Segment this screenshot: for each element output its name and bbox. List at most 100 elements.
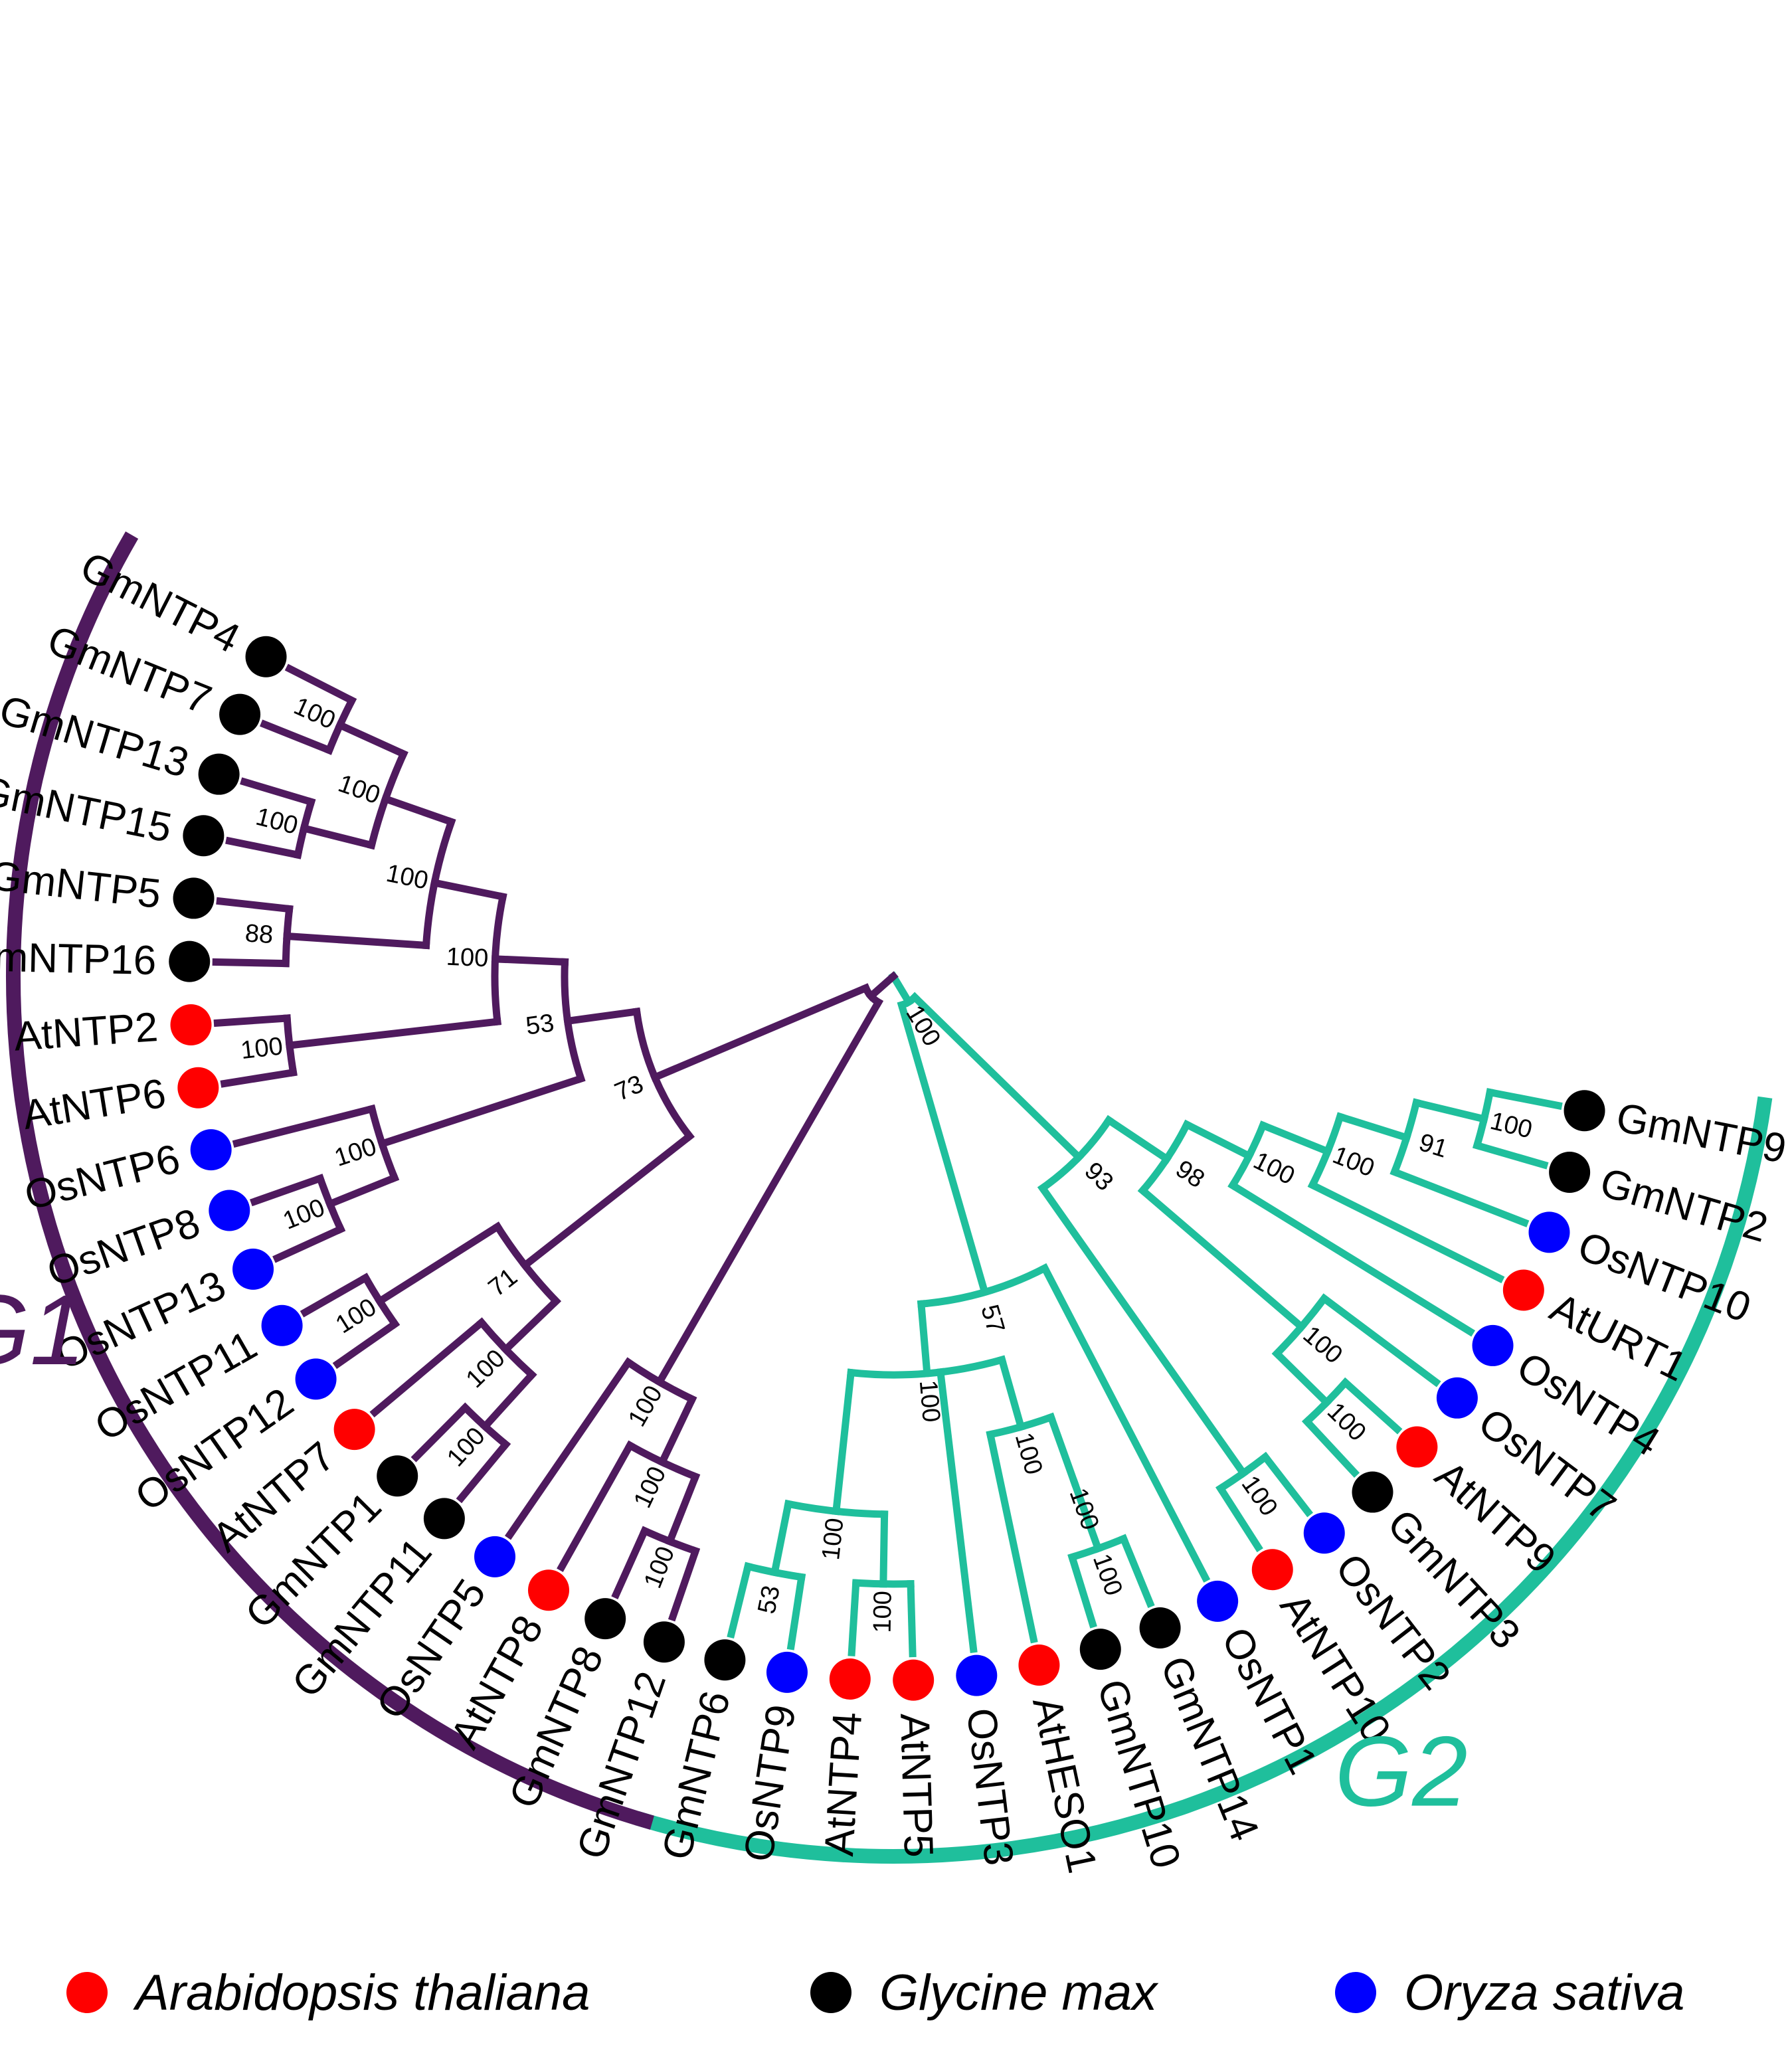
branch-line	[1302, 1416, 1360, 1478]
leaf-label: GmNTP16	[0, 934, 157, 984]
group-arc	[6, 531, 654, 1830]
species-marker-icon	[829, 1658, 871, 1700]
bootstrap-label: 100	[446, 943, 489, 973]
species-marker-icon	[209, 1190, 250, 1231]
branch-arc	[847, 1355, 1007, 1379]
branch-line	[563, 1007, 641, 1025]
branch-line	[1046, 1412, 1079, 1488]
branch-line	[1307, 1180, 1505, 1284]
tree-branches	[212, 664, 1563, 1658]
branch-line	[1485, 1088, 1563, 1111]
bootstrap-label: 100	[1010, 1429, 1048, 1477]
branch-arc	[917, 1263, 1050, 1308]
branch-line	[848, 1579, 860, 1656]
species-marker-icon	[643, 1621, 685, 1663]
group-label: G2	[1335, 1716, 1468, 1827]
branch-line	[375, 1221, 503, 1306]
species-marker-icon	[1528, 1211, 1570, 1253]
branch-line	[557, 1440, 635, 1572]
branch-line	[1037, 1183, 1249, 1478]
species-marker-icon	[1564, 1090, 1605, 1132]
bootstrap-label: 100	[253, 803, 301, 840]
branch-arc	[367, 749, 408, 850]
bootstrap-label: 100	[900, 1001, 946, 1051]
legend-item-oryza: Oryza sativa	[1335, 1953, 1684, 2032]
species-marker-icon	[1197, 1580, 1239, 1622]
legend-label-arabidopsis: Arabidopsis thaliana	[135, 1964, 590, 2021]
branch-line	[480, 1370, 537, 1432]
branch-arc	[283, 1014, 298, 1077]
species-marker-icon	[527, 1569, 569, 1611]
leaf-label: AtNTP5	[891, 1713, 941, 1858]
branch-line	[1411, 1098, 1489, 1124]
bootstrap-label: 100	[331, 1293, 381, 1339]
branch-line	[284, 664, 357, 705]
branch-line	[325, 1173, 400, 1209]
branch-line	[888, 971, 914, 1008]
bootstrap-label: 88	[244, 919, 274, 949]
branch-line	[1258, 1120, 1333, 1156]
branch-line	[519, 1131, 695, 1271]
group-label: G1	[0, 1274, 85, 1385]
phylogenetic-tree: 1001001001009110010098931001001001005310…	[0, 531, 1790, 1877]
branch-line	[220, 1068, 298, 1088]
species-marker-icon	[1436, 1377, 1478, 1419]
branch-line	[300, 1273, 371, 1318]
branch-line	[1260, 1451, 1313, 1518]
branch-line	[225, 836, 302, 859]
bootstrap-label: 100	[1329, 1141, 1379, 1183]
bootstrap-values: 1001001001009110010098931001001001005310…	[239, 692, 1535, 1633]
bootstrap-label: 100	[335, 770, 384, 810]
branch-line	[1119, 1534, 1155, 1609]
branch-line	[1227, 1180, 1476, 1337]
branch-line	[285, 1018, 501, 1050]
species-marker-icon	[423, 1498, 465, 1540]
branch-line	[879, 1510, 889, 1588]
species-marker-icon	[893, 1659, 935, 1701]
species-marker-icon	[766, 1651, 808, 1693]
arabidopsis-marker-icon	[66, 1972, 108, 2013]
species-marker-icon	[170, 1004, 212, 1045]
branch-line	[381, 794, 456, 827]
branch-line	[272, 1224, 346, 1263]
branch-arc	[492, 1221, 561, 1306]
branch-line	[1340, 1377, 1403, 1435]
branch-arc	[422, 817, 456, 950]
bootstrap-label: 100	[623, 1381, 668, 1431]
species-marker-icon	[1251, 1549, 1293, 1591]
leaf-label: OsNTP9	[735, 1702, 804, 1864]
branch-line	[770, 1499, 793, 1577]
bootstrap-label: 100	[628, 1463, 672, 1512]
group-arc	[634, 1096, 1773, 1864]
branch-line	[283, 932, 430, 950]
oryza-marker-icon	[1335, 1972, 1376, 2013]
species-marker-icon	[1472, 1324, 1514, 1366]
species-marker-icon	[183, 815, 224, 857]
branch-line	[491, 955, 569, 966]
species-marker-icon	[584, 1598, 626, 1640]
branch-line	[240, 777, 316, 807]
bootstrap-label: 100	[290, 692, 339, 735]
bootstrap-label: 100	[817, 1516, 850, 1561]
species-marker-icon	[1079, 1629, 1121, 1670]
branch-arc	[1037, 1114, 1114, 1194]
branch-line	[1069, 1478, 1103, 1554]
species-marker-icon	[1303, 1512, 1345, 1554]
leaf-label: AtNTP6	[19, 1071, 169, 1138]
branch-line	[335, 720, 408, 759]
bootstrap-label: 100	[639, 1543, 680, 1592]
bootstrap-label: 100	[1064, 1484, 1105, 1534]
branch-line	[369, 1317, 487, 1418]
species-marker-icon	[173, 877, 215, 919]
bootstrap-label: 100	[869, 1591, 897, 1633]
branch-line	[1271, 1348, 1332, 1408]
species-marker-icon	[1502, 1269, 1544, 1311]
branch-line	[786, 1573, 806, 1650]
species-marker-icon	[1352, 1471, 1393, 1513]
branch-line	[260, 719, 334, 755]
branch-arc	[623, 1357, 697, 1404]
group-arcs	[6, 531, 1773, 1864]
branch-arc	[632, 1007, 695, 1142]
branch-line	[216, 897, 294, 913]
branch-line	[1067, 1552, 1097, 1629]
